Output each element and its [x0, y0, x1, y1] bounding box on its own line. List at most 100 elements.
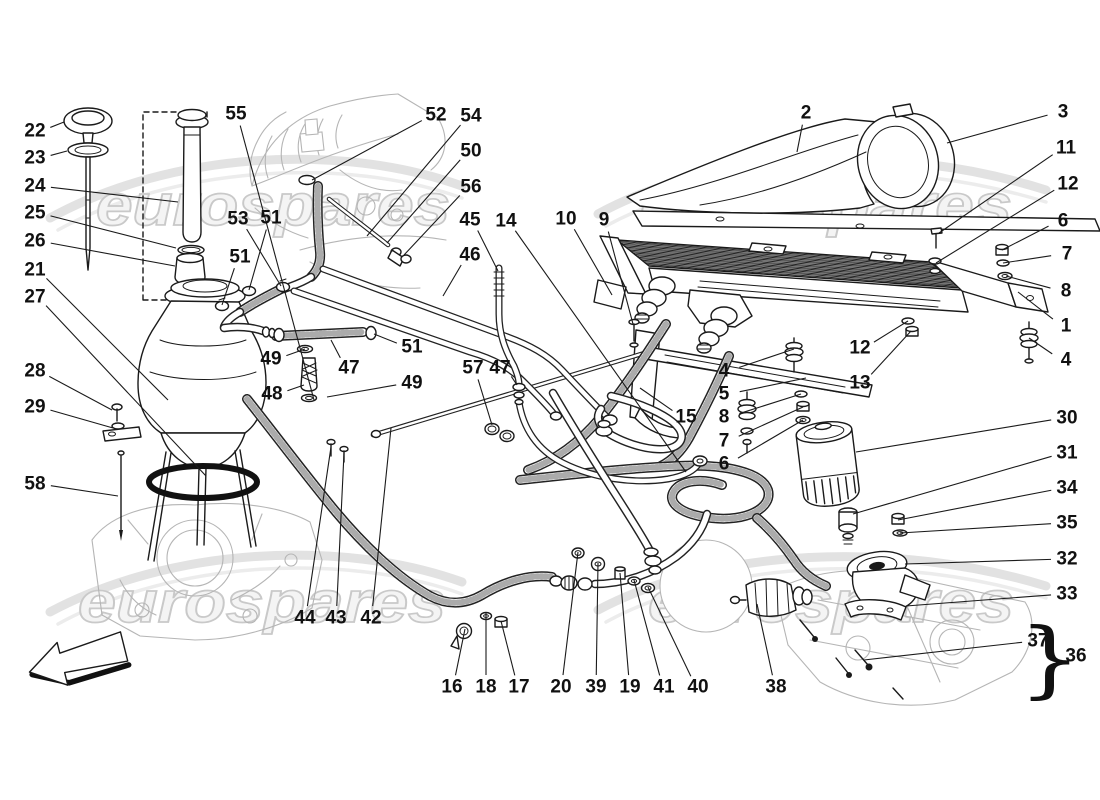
callout-label-40: 40	[687, 677, 708, 698]
callout-label-7: 7	[719, 431, 730, 452]
callout-label-8: 8	[719, 407, 730, 428]
callout-label-50: 50	[460, 141, 481, 162]
callout-label-47: 47	[489, 358, 510, 379]
callout-label-23: 23	[24, 148, 45, 169]
leader-line	[50, 150, 68, 156]
callout-label-26: 26	[24, 231, 45, 252]
tank-stud-rod	[117, 450, 125, 541]
leader-line	[372, 427, 392, 607]
callout-label-42: 42	[360, 608, 381, 629]
leader-line	[311, 120, 423, 181]
leader-line	[326, 384, 397, 398]
callout-label-8: 8	[1061, 281, 1072, 302]
engine-sketch-left	[91, 502, 323, 641]
callout-label-3: 3	[1058, 102, 1069, 123]
leader-line	[1001, 225, 1049, 251]
callout-label-28: 28	[24, 361, 45, 382]
leader-line	[904, 558, 1052, 565]
leader-line	[221, 268, 235, 306]
stay-bar-eye	[370, 429, 382, 439]
thermostat	[729, 578, 813, 617]
leader-line	[562, 551, 579, 676]
callout-label-24: 24	[24, 176, 46, 197]
callout-label-10: 10	[555, 209, 576, 230]
leader-line	[607, 231, 634, 325]
callout-label-44: 44	[294, 608, 316, 629]
radiator-union	[696, 306, 738, 354]
callout-label-51: 51	[401, 337, 423, 358]
callout-label-32: 32	[1056, 549, 1077, 570]
leader-line	[739, 393, 802, 415]
brace-36: }	[1018, 611, 1082, 708]
callout-label-49: 49	[401, 373, 422, 394]
leader-line	[442, 264, 462, 297]
leader-line	[855, 419, 1052, 453]
callout-label-4: 4	[719, 361, 730, 382]
leader-line	[336, 452, 345, 607]
radiator-bolt	[628, 318, 640, 348]
leader-line	[49, 375, 113, 411]
callout-label-29: 29	[24, 397, 45, 418]
filler-bush	[174, 252, 206, 286]
callout-label-38: 38	[765, 677, 786, 698]
leader-line	[739, 348, 795, 368]
engine-sketch-right	[659, 539, 1033, 706]
callout-label-27: 27	[24, 287, 45, 308]
leader-line	[739, 377, 807, 393]
brand-watermark: eurospares	[78, 570, 446, 635]
radiator-union	[634, 276, 676, 324]
leader-line	[246, 228, 282, 287]
callout-label-9: 9	[599, 210, 610, 231]
leader-line	[1002, 255, 1052, 264]
leader-line	[287, 384, 305, 392]
callout-label-22: 22	[24, 121, 45, 142]
leader-line	[477, 230, 499, 272]
leader-line	[50, 121, 65, 128]
leader-line	[737, 419, 804, 459]
leader-line	[873, 320, 909, 343]
direction-arrow	[28, 631, 132, 686]
leader-line	[619, 572, 630, 676]
callout-label-30: 30	[1056, 408, 1077, 429]
leader-line	[306, 446, 332, 607]
callout-label-43: 43	[325, 608, 346, 629]
dipstick	[85, 156, 91, 271]
callout-label-21: 21	[24, 260, 46, 281]
callout-label-48: 48	[261, 384, 282, 405]
callout-label-20: 20	[550, 677, 571, 698]
leader-line	[1028, 337, 1053, 355]
callout-label-19: 19	[619, 677, 640, 698]
oil-tank	[137, 278, 267, 562]
leader-line	[897, 489, 1052, 521]
callout-label-45: 45	[459, 210, 481, 231]
callout-label-49: 49	[260, 349, 281, 370]
leader-line	[45, 305, 207, 477]
callout-label-52: 52	[425, 105, 446, 126]
brand-watermark: eurospares	[96, 173, 450, 238]
leader-line	[50, 186, 179, 203]
leader-line	[573, 228, 613, 296]
leader-line	[373, 333, 398, 344]
callout-label-31: 31	[1056, 443, 1078, 464]
hose-coupling	[549, 575, 593, 591]
duct-tray	[632, 210, 1100, 232]
breather-pipe	[326, 196, 391, 248]
leader-line	[50, 409, 114, 429]
callout-label-56: 56	[460, 177, 481, 198]
leader-line	[756, 603, 773, 676]
callout-label-51: 51	[229, 247, 251, 268]
leader-line	[330, 339, 341, 359]
leader-line	[46, 277, 169, 401]
leader-line	[403, 195, 461, 256]
leader-line	[595, 562, 599, 676]
callout-label-16: 16	[441, 677, 462, 698]
rubber-mount	[737, 391, 757, 454]
callout-label-51: 51	[260, 208, 282, 229]
callout-label-57: 57	[462, 358, 483, 379]
oil-hose	[235, 181, 831, 608]
leader-line	[50, 215, 177, 249]
stay-bar	[370, 349, 651, 438]
callout-label-25: 25	[24, 203, 46, 224]
leader-line	[477, 379, 493, 426]
